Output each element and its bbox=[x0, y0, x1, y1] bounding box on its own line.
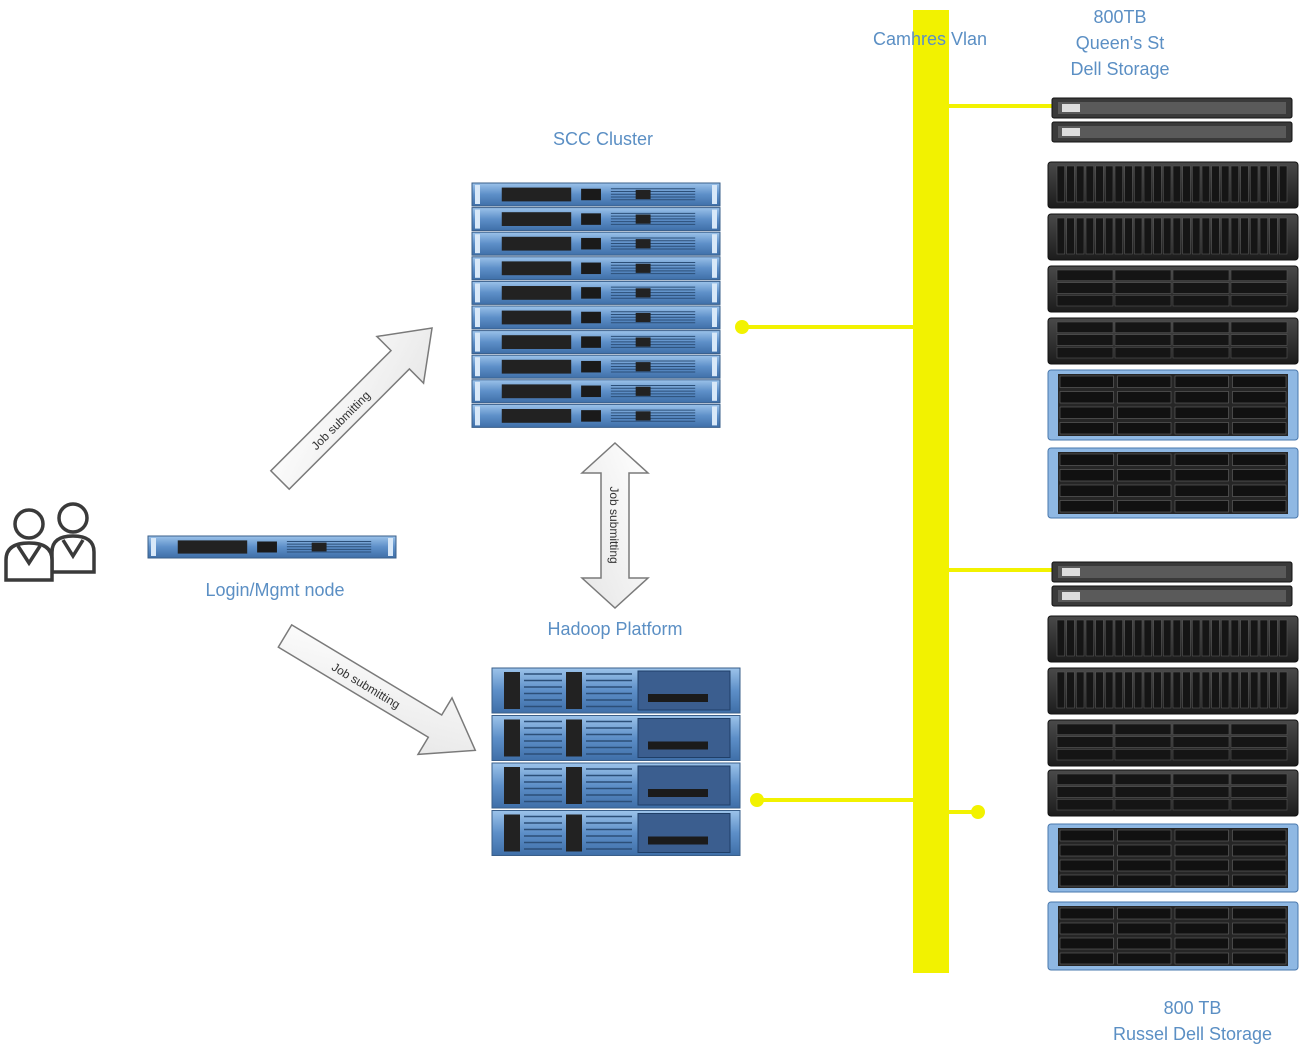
scc-server bbox=[471, 305, 721, 330]
hadoop-server bbox=[491, 667, 741, 714]
storage-shelf-blue bbox=[1047, 823, 1299, 893]
scc-server bbox=[471, 182, 721, 207]
vlan-bus bbox=[735, 10, 1064, 973]
arrow-scc-hadoop-label: Job submitting bbox=[607, 486, 621, 563]
storage-head-unit bbox=[1051, 561, 1293, 583]
queens-storage-line-1: 800TB bbox=[1093, 7, 1147, 27]
storage-shelf bbox=[1047, 667, 1299, 715]
hadoop-server bbox=[491, 715, 741, 761]
storage-head-unit bbox=[1051, 585, 1293, 607]
hadoop-server bbox=[491, 810, 741, 856]
storage-shelf bbox=[1047, 317, 1299, 365]
scc-cluster-servers bbox=[471, 182, 721, 428]
queens-storage-label: 800TB Queen's St Dell Storage bbox=[1030, 4, 1210, 82]
hadoop-server bbox=[491, 762, 741, 809]
scc-server bbox=[471, 403, 721, 428]
queens-storage-stack bbox=[1047, 97, 1299, 519]
storage-shelf bbox=[1047, 213, 1299, 261]
scc-server bbox=[471, 354, 721, 379]
users-icon bbox=[4, 502, 96, 582]
vlan-label: Camhres Vlan bbox=[872, 29, 988, 49]
storage-shelf bbox=[1047, 615, 1299, 663]
arrow-to-hadoop: Job submitting bbox=[277, 623, 477, 756]
storage-shelf bbox=[1047, 265, 1299, 313]
scc-server bbox=[471, 280, 721, 305]
queens-storage-line-3: Dell Storage bbox=[1070, 59, 1170, 79]
login-server bbox=[147, 535, 397, 559]
russel-storage-stack bbox=[1047, 561, 1299, 971]
storage-shelf-blue bbox=[1047, 369, 1299, 441]
storage-shelf bbox=[1047, 719, 1299, 767]
scc-server bbox=[471, 379, 721, 404]
arrow-to-scc: Job submitting bbox=[269, 327, 433, 491]
scc-server bbox=[471, 256, 721, 281]
hadoop-platform-label: Hadoop Platform bbox=[547, 619, 683, 639]
storage-head-unit bbox=[1051, 97, 1293, 119]
queens-storage-line-2: Queen's St bbox=[1075, 33, 1165, 53]
russel-storage-line-1: 800 TB bbox=[1163, 998, 1222, 1018]
login-node-label: Login/Mgmt node bbox=[205, 580, 345, 600]
russel-storage-label: 800 TB Russel Dell Storage bbox=[1090, 995, 1295, 1047]
scc-server bbox=[471, 231, 721, 256]
scc-cluster-label: SCC Cluster bbox=[552, 129, 654, 149]
storage-shelf-blue bbox=[1047, 901, 1299, 971]
storage-shelf bbox=[1047, 161, 1299, 209]
storage-head-unit bbox=[1051, 121, 1293, 143]
storage-shelf bbox=[1047, 769, 1299, 817]
arrow-to-scc-label: Job submitting bbox=[309, 388, 374, 453]
scc-server bbox=[471, 207, 721, 232]
arrow-scc-hadoop: Job submitting bbox=[580, 441, 650, 610]
storage-shelf-blue bbox=[1047, 447, 1299, 519]
hadoop-platform-servers bbox=[491, 667, 741, 856]
scc-server bbox=[471, 330, 721, 355]
login-node-server bbox=[147, 535, 397, 559]
russel-storage-line-2: Russel Dell Storage bbox=[1112, 1024, 1273, 1044]
